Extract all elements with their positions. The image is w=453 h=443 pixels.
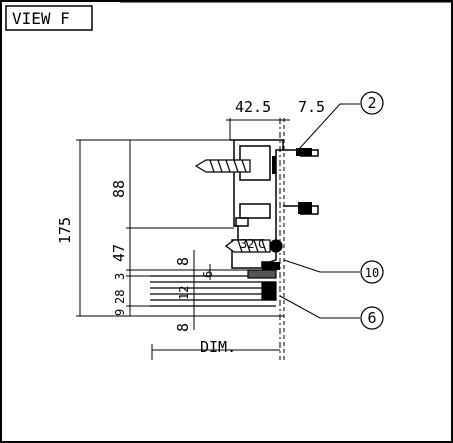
callout-2: 2 xyxy=(360,91,384,115)
dim-bottom-label: DIM. xyxy=(200,338,236,356)
callout-10-label: 10 xyxy=(365,266,379,280)
dim-top-width: 42.5 xyxy=(235,98,271,116)
dim-small-f: 6 xyxy=(201,271,215,278)
gaskets xyxy=(262,148,312,270)
center-lines xyxy=(279,118,285,360)
glass-unit xyxy=(150,269,277,307)
callout-6: 6 xyxy=(360,306,384,330)
lower-screw xyxy=(225,239,283,253)
dim-screw-c: C xyxy=(258,237,265,251)
view-title: VIEW F xyxy=(12,9,70,28)
dim-small-c: 28 xyxy=(113,290,127,304)
callout-2-label: 2 xyxy=(367,94,376,112)
view-title-box: VIEW F xyxy=(5,5,93,31)
dim-small-d: 8 xyxy=(174,257,192,266)
dimension-lines xyxy=(76,118,290,360)
dim-upper-height: 88 xyxy=(110,180,128,198)
dim-total-height: 175 xyxy=(56,217,74,244)
callout-10: 10 xyxy=(360,260,384,284)
upper-screw xyxy=(194,159,251,173)
dim-top-offset: 7.5 xyxy=(298,98,325,116)
dim-mid-height: 47 xyxy=(110,244,128,262)
dim-small-b: 9 xyxy=(113,309,127,316)
callout-leaders xyxy=(279,103,360,319)
dim-small-a: 3 xyxy=(113,273,127,280)
callout-6-label: 6 xyxy=(367,309,376,327)
dim-small-e: 8 xyxy=(174,323,192,332)
dim-small-g: 12 xyxy=(177,286,191,300)
dim-screw-len: 32 xyxy=(240,237,254,251)
